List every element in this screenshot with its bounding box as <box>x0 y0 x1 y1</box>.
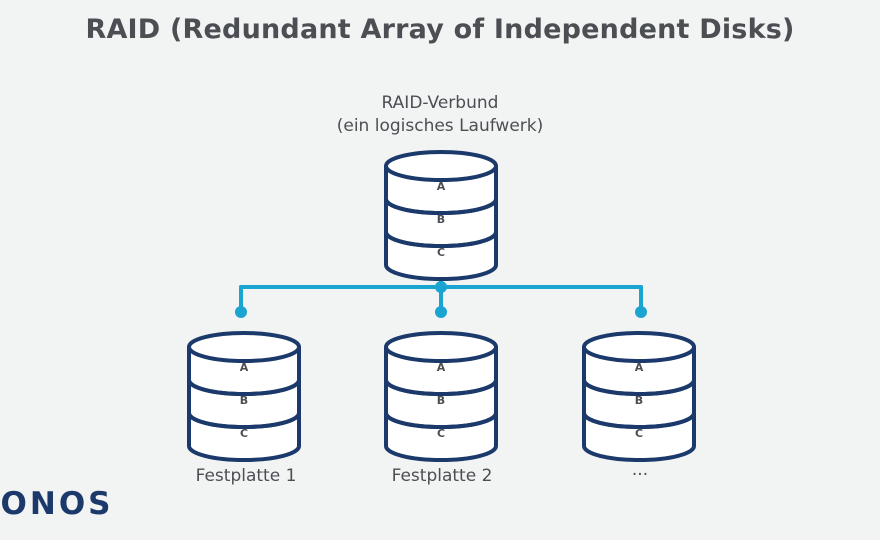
raid-array-stack: A B C <box>384 150 498 281</box>
disk-stack-2-letter-c: C <box>437 427 445 440</box>
connector-dots <box>235 281 647 318</box>
disk-label-2: Festplatte 2 <box>391 466 493 486</box>
raid-array-stack-separator-2 <box>384 231 498 248</box>
raid-array-stack-letter-c: C <box>437 246 445 259</box>
disk-stack-3-separator-1 <box>582 379 696 396</box>
disk-stack-2-letter-a: A <box>437 361 446 374</box>
disk-stack-2-top <box>384 331 498 363</box>
disk-stack-1: A B C <box>187 331 301 462</box>
raid-array-label-line1: RAID-Verbund <box>381 93 499 113</box>
connector-dot-1 <box>235 306 247 318</box>
disk-stack-3-letter-a: A <box>635 361 644 374</box>
disk-stack-2-separator-1 <box>384 379 498 396</box>
disk-stack-2: A B C <box>384 331 498 462</box>
disk-stack-1-letter-c: C <box>240 427 248 440</box>
raid-array-stack-top <box>384 150 498 182</box>
disk-stack-3-separator-2 <box>582 412 696 429</box>
raid-array-label: RAID-Verbund (ein logisches Laufwerk) <box>290 92 590 138</box>
diagram-title: RAID (Redundant Array of Independent Dis… <box>85 14 795 45</box>
raid-array-label-line2: (ein logisches Laufwerk) <box>336 116 544 136</box>
disk-stack-3-top <box>582 331 696 363</box>
disk-label-3: ... <box>631 460 649 480</box>
disk-stack-3: A B C <box>582 331 696 462</box>
disk-stack-3-letter-b: B <box>635 394 643 407</box>
connector-dot-2 <box>435 306 447 318</box>
raid-array-stack-letter-b: B <box>437 213 445 226</box>
disk-stack-1-letter-a: A <box>240 361 249 374</box>
disk-stack-3-letter-c: C <box>635 427 643 440</box>
connector-dot-hub <box>435 281 447 293</box>
connector-dot-3 <box>635 306 647 318</box>
disk-stack-2-separator-2 <box>384 412 498 429</box>
disk-stack-1-letter-b: B <box>240 394 248 407</box>
disk-label-1: Festplatte 1 <box>195 466 297 486</box>
raid-array-stack-letter-a: A <box>437 180 446 193</box>
disk-stack-1-separator-1 <box>187 379 301 396</box>
disk-stack-1-separator-2 <box>187 412 301 429</box>
disk-stack-2-letter-b: B <box>437 394 445 407</box>
disk-stack-1-top <box>187 331 301 363</box>
raid-array-stack-separator-1 <box>384 198 498 215</box>
ionos-logo: IONOS <box>0 486 114 522</box>
